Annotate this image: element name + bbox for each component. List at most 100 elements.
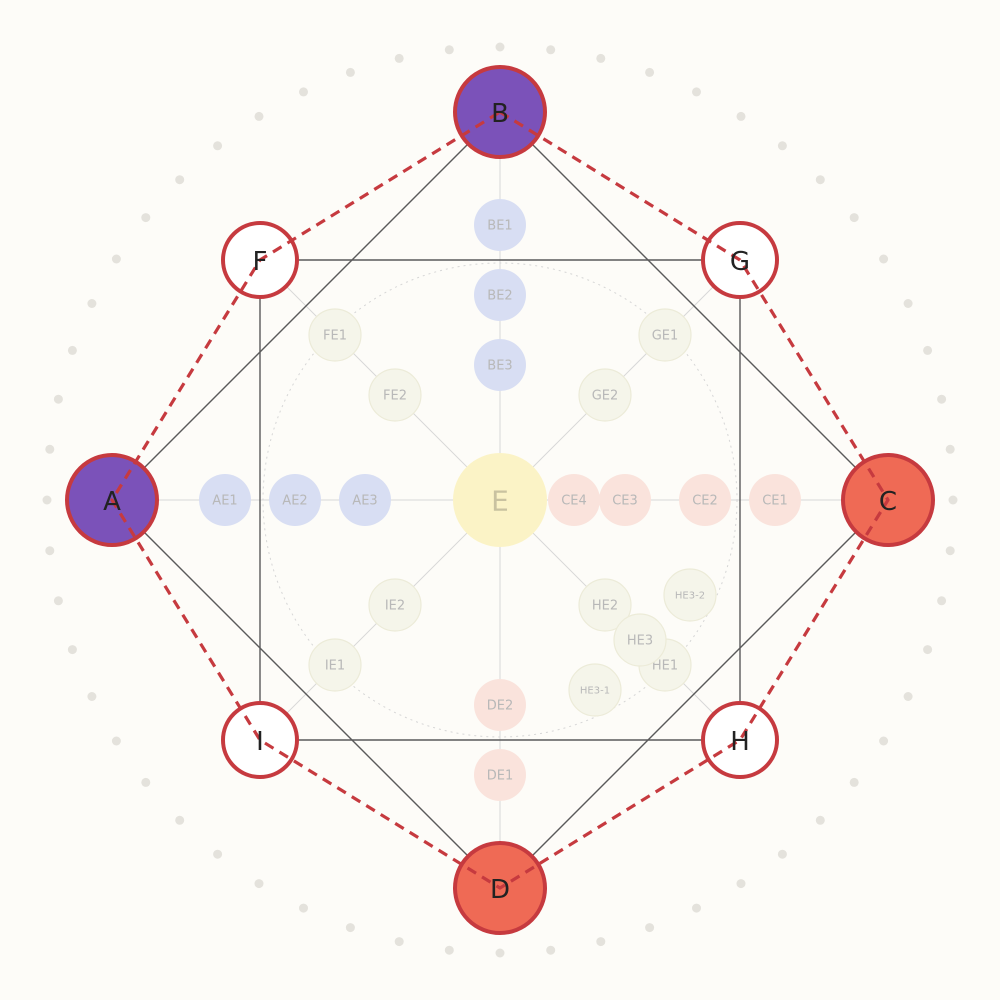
background-dot: [645, 67, 655, 77]
minor-node-circle[interactable]: [474, 269, 526, 321]
minor-node-circle[interactable]: [474, 339, 526, 391]
minor-node-label: BE2: [487, 289, 512, 304]
minor-node-label: CE1: [762, 494, 788, 509]
minor-node-label: HE1: [652, 659, 678, 674]
minor-node-label: HE3: [627, 634, 653, 649]
minor-node-ge2[interactable]: GE2: [578, 368, 632, 422]
background-dot: [111, 254, 121, 264]
center-node-label: E: [491, 485, 509, 518]
minor-node-circle[interactable]: [368, 368, 422, 422]
minor-node-circle[interactable]: [663, 568, 717, 622]
minor-node-circle[interactable]: [749, 474, 801, 526]
minor-node-label: CE2: [692, 494, 718, 509]
minor-node-ie2[interactable]: IE2: [368, 578, 422, 632]
background-dot: [444, 45, 454, 55]
minor-node-label: AE1: [212, 494, 237, 509]
minor-node-label: IE1: [325, 659, 345, 674]
minor-node-ae1[interactable]: AE1: [199, 474, 251, 526]
background-dot: [141, 777, 151, 787]
minor-node-circle[interactable]: [474, 749, 526, 801]
minor-node-ge1[interactable]: GE1: [638, 308, 692, 362]
background-dot: [923, 645, 933, 655]
minor-node-be3[interactable]: BE3: [474, 339, 526, 391]
node-h-label: H: [730, 727, 750, 757]
background-dot: [815, 175, 825, 185]
background-dot: [596, 937, 606, 947]
background-dot: [849, 213, 859, 223]
minor-node-circle[interactable]: [339, 474, 391, 526]
edge-c-d: [499, 499, 889, 889]
background-dot: [692, 903, 701, 913]
minor-node-circle[interactable]: [199, 474, 251, 526]
background-dot: [394, 53, 404, 63]
background-dot: [175, 815, 185, 825]
minor-node-circle[interactable]: [578, 368, 632, 422]
background-dot: [345, 923, 355, 933]
minor-node-circle[interactable]: [613, 613, 667, 667]
minor-node-circle[interactable]: [368, 578, 422, 632]
minor-node-be2[interactable]: BE2: [474, 269, 526, 321]
background-dot: [111, 736, 121, 746]
background-dot: [53, 394, 63, 404]
minor-node-ie1[interactable]: IE1: [308, 638, 362, 692]
minor-node-circle[interactable]: [308, 638, 362, 692]
minor-node-he2[interactable]: HE2: [578, 578, 632, 632]
minor-node-ce1[interactable]: CE1: [749, 474, 801, 526]
node-g-label: G: [730, 247, 750, 277]
node-h-circle[interactable]: [701, 701, 779, 779]
background-dot: [87, 299, 97, 308]
minor-node-circle[interactable]: [548, 474, 600, 526]
center-node-circle[interactable]: [453, 453, 547, 547]
background-dot: [213, 141, 223, 151]
background-dot: [777, 849, 787, 859]
minor-node-ce4[interactable]: CE4: [548, 474, 600, 526]
background-dot: [67, 645, 77, 655]
background-dot: [879, 254, 889, 264]
minor-node-de1[interactable]: DE1: [474, 749, 526, 801]
minor-node-fe1[interactable]: FE1: [308, 308, 362, 362]
background-dot: [596, 53, 606, 63]
edge-b-c: [499, 111, 889, 501]
background-dot: [849, 777, 859, 787]
background-dot: [45, 546, 55, 556]
background-dot: [254, 879, 264, 889]
minor-node-label: CE4: [561, 494, 587, 509]
minor-node-be1[interactable]: BE1: [474, 199, 526, 251]
minor-node-circle[interactable]: [599, 474, 651, 526]
minor-node-label: GE2: [592, 389, 619, 404]
minor-node-circle[interactable]: [679, 474, 731, 526]
minor-node-ae3[interactable]: AE3: [339, 474, 391, 526]
edge-d-a: [111, 499, 501, 889]
minor-node-he3-2[interactable]: HE3-2: [663, 568, 717, 622]
minor-node-circle[interactable]: [578, 578, 632, 632]
minor-node-circle[interactable]: [269, 474, 321, 526]
minor-node-circle[interactable]: [568, 663, 622, 717]
center-node[interactable]: E: [453, 453, 547, 547]
minor-node-de2[interactable]: DE2: [474, 679, 526, 731]
background-dot: [937, 394, 947, 404]
background-dot: [67, 345, 77, 355]
minor-node-label: GE1: [652, 329, 679, 344]
minor-node-circle[interactable]: [474, 679, 526, 731]
minor-node-ae2[interactable]: AE2: [269, 474, 321, 526]
minor-node-he3[interactable]: HE3: [613, 613, 667, 667]
minor-node-ce2[interactable]: CE2: [679, 474, 731, 526]
background-dot: [879, 736, 889, 746]
minor-node-circle[interactable]: [638, 308, 692, 362]
background-dot: [42, 495, 52, 505]
minor-node-circle[interactable]: [308, 308, 362, 362]
background-dot: [923, 345, 933, 355]
background-dot: [903, 692, 913, 701]
background-dot: [945, 444, 955, 454]
background-dot: [45, 444, 55, 454]
dashed-ring: [110, 110, 890, 890]
minor-node-fe2[interactable]: FE2: [368, 368, 422, 422]
node-i-circle[interactable]: [221, 701, 299, 779]
background-dot: [87, 692, 97, 701]
minor-node-circle[interactable]: [474, 199, 526, 251]
background-dot: [903, 299, 913, 308]
minor-node-he3-1[interactable]: HE3-1: [568, 663, 622, 717]
minor-node-ce3[interactable]: CE3: [599, 474, 651, 526]
minor-node-label: FE2: [383, 389, 407, 404]
